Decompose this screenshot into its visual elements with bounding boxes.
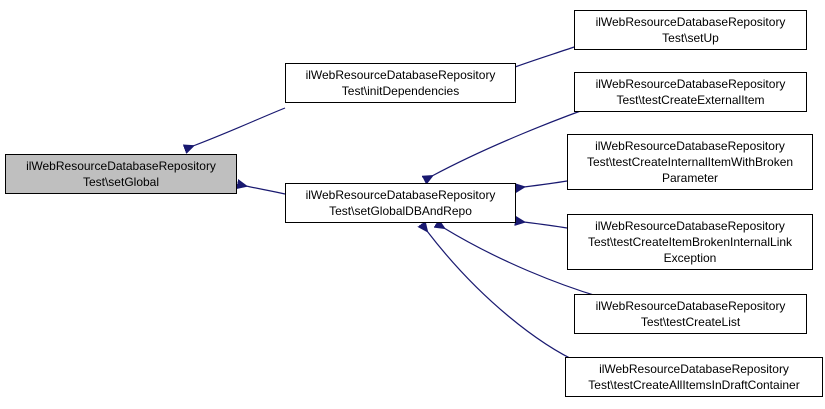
node-line: ilWebResourceDatabaseRepository: [305, 188, 496, 202]
node-line: ilWebResourceDatabaseRepository: [595, 219, 785, 233]
node-test-create-item-broken-internal-link-exception[interactable]: ilWebResourceDatabaseRepository Test\tes…: [567, 214, 813, 270]
node-test-create-list[interactable]: ilWebResourceDatabaseRepository Test\tes…: [574, 294, 807, 334]
edge-setup-to-init: [515, 46, 575, 67]
node-line: ilWebResourceDatabaseRepository: [595, 299, 786, 313]
node-line: ilWebResourceDatabaseRepository: [595, 15, 786, 29]
node-line: Test\testCreateAllItemsInDraftContainer: [588, 378, 800, 392]
node-line: ilWebResourceDatabaseRepository: [26, 159, 216, 173]
node-line: Test\setGlobal: [82, 175, 160, 189]
node-line: Parameter: [661, 171, 719, 185]
node-line: Test\initDependencies: [341, 84, 460, 98]
node-test-create-external-item[interactable]: ilWebResourceDatabaseRepository Test\tes…: [574, 72, 807, 112]
node-line: Test\testCreateInternalItemWithBroken: [586, 155, 794, 169]
node-line: ilWebResourceDatabaseRepository: [595, 139, 785, 153]
edge-list-to-setdb: [444, 228, 601, 298]
node-line: ilWebResourceDatabaseRepository: [305, 68, 496, 82]
node-line: Exception: [663, 251, 717, 265]
node-line: Test\testCreateExternalItem: [616, 93, 765, 107]
node-line: Test\setUp: [662, 31, 719, 45]
node-set-global-db-and-repo[interactable]: ilWebResourceDatabaseRepository Test\set…: [285, 183, 516, 223]
node-line: ilWebResourceDatabaseRepository: [595, 77, 786, 91]
edge-draft-to-setdb: [427, 231, 581, 364]
edge-setdb-to-root: [246, 186, 286, 195]
node-line: Test\testCreateList: [640, 315, 741, 329]
node-set-up[interactable]: ilWebResourceDatabaseRepository Test\set…: [574, 10, 807, 50]
node-init-dependencies[interactable]: ilWebResourceDatabaseRepository Test\ini…: [285, 63, 516, 103]
node-line: Test\setGlobalDBAndRepo: [329, 204, 472, 218]
edge-init-to-root: [193, 107, 286, 146]
node-test-create-all-items-in-draft-container[interactable]: ilWebResourceDatabaseRepository Test\tes…: [565, 357, 823, 397]
edge-linkb-to-setdb: [524, 222, 568, 229]
node-line: ilWebResourceDatabaseRepository: [599, 362, 789, 376]
node-set-global[interactable]: ilWebResourceDatabaseRepository Test\set…: [5, 154, 237, 194]
node-line: Test\testCreateItemBrokenInternalLink: [587, 235, 793, 249]
edge-intb-to-setdb: [524, 180, 568, 187]
node-test-create-internal-item-with-broken-parameter[interactable]: ilWebResourceDatabaseRepository Test\tes…: [567, 134, 813, 190]
